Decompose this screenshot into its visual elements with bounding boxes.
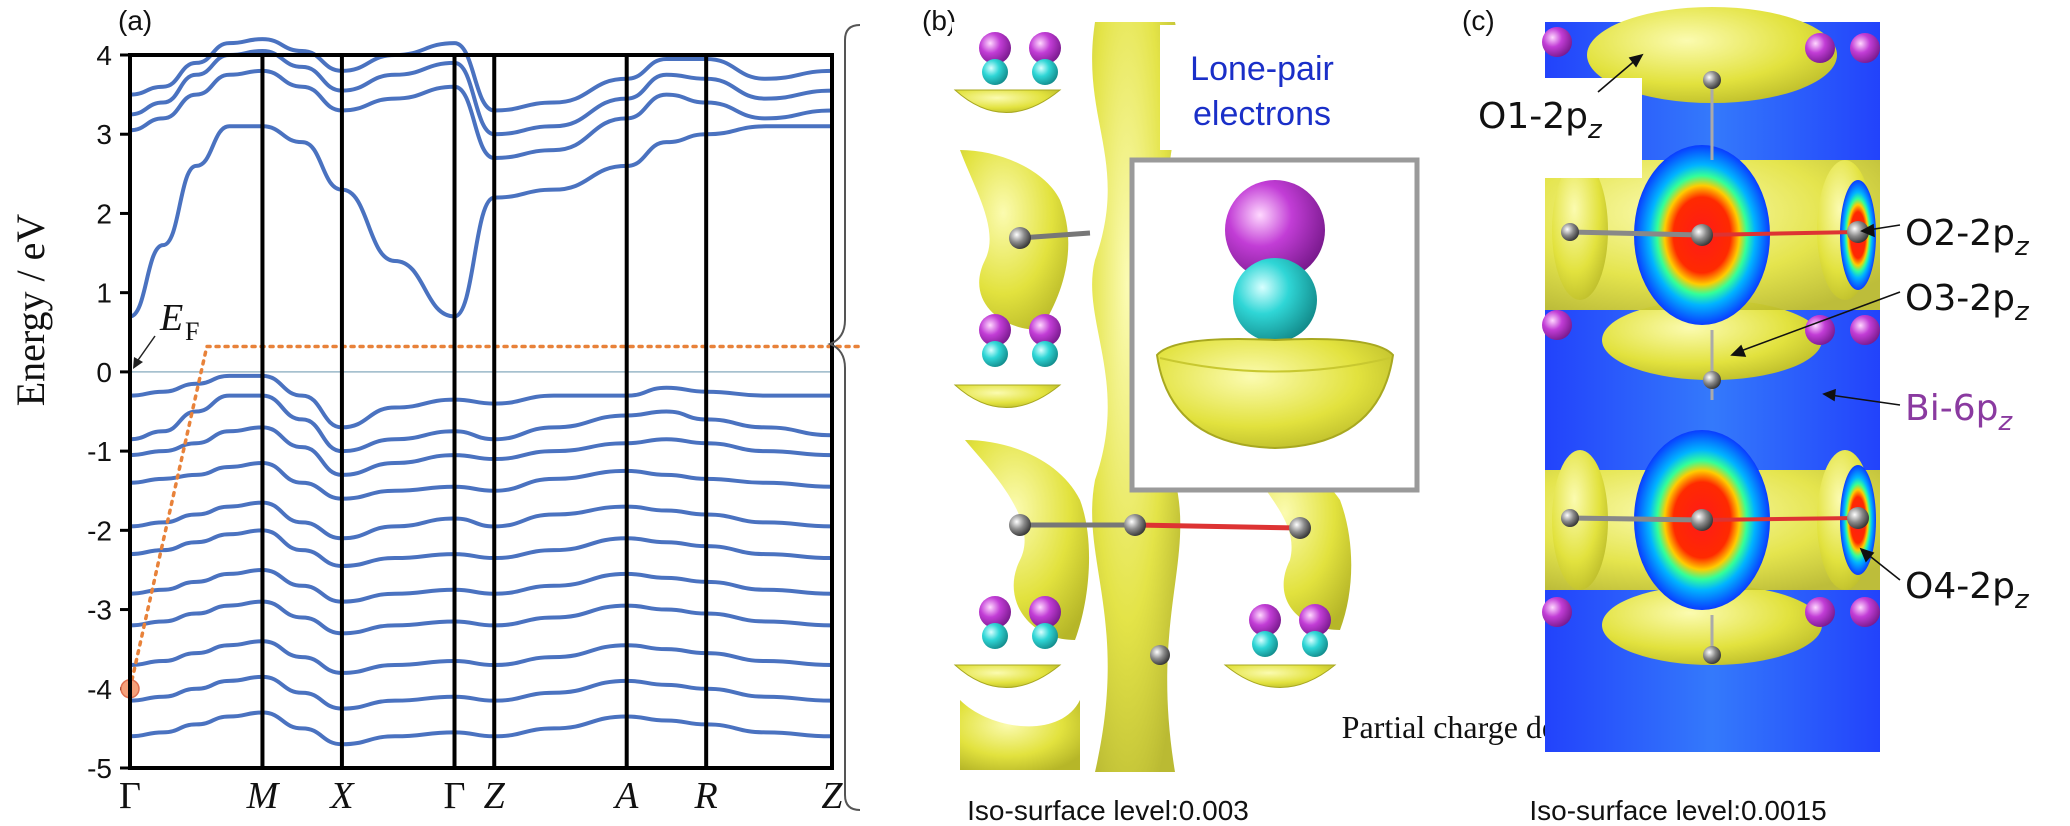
band-line-13 xyxy=(129,674,833,711)
band-line-12 xyxy=(129,639,833,675)
lone-pair-bowl xyxy=(953,384,1062,408)
bi-atom xyxy=(1225,180,1325,280)
fermi-arrow xyxy=(135,335,156,364)
band-line-0 xyxy=(129,124,832,319)
x-tick-label-7: Z xyxy=(821,775,843,817)
iso-level-b: Iso-surface level:0.003 xyxy=(967,795,1249,826)
y-tick-label-4: 0 xyxy=(96,357,112,388)
lone-pair-inset xyxy=(1129,157,1420,493)
plot-frame-bg xyxy=(130,55,832,768)
y-tick-label-6: -2 xyxy=(87,515,112,546)
y-tick-label-5: -1 xyxy=(87,436,112,467)
plot-area xyxy=(120,37,862,770)
plot-frame xyxy=(128,53,834,770)
bond xyxy=(1019,230,1091,241)
iso-level-c: Iso-surface level:0.0015 xyxy=(1529,795,1826,826)
y-tick-label-8: -4 xyxy=(87,674,112,705)
lone-pair-lobe xyxy=(1155,338,1395,450)
band-line-11 xyxy=(129,599,833,636)
x-tick-label-3: Γ xyxy=(444,775,466,817)
density-lobe xyxy=(965,440,1090,640)
panel-label-c: (c) xyxy=(1462,5,1495,36)
density-lobe xyxy=(960,700,1080,770)
lone-pair-label-line1: Lone-pair xyxy=(1190,50,1334,88)
orbital-labels: O1-2pz O2-2pz O3-2pz Bi-6pz O4-2pz xyxy=(1470,53,2030,615)
panel-label-a: (a) xyxy=(118,5,152,36)
band-line-8 xyxy=(129,500,833,541)
band-line-10 xyxy=(129,567,833,604)
y-tick-label-9: -5 xyxy=(87,753,112,784)
lone-pair-label-line2: electrons xyxy=(1193,95,1331,133)
orbital-label-o3: O3-2pz xyxy=(1905,278,2030,327)
bond xyxy=(1134,522,1301,531)
x-tick-label-1: M xyxy=(246,775,281,817)
x-tick-label-0: Γ xyxy=(119,775,141,817)
panel-label-b: (b) xyxy=(922,5,956,36)
energy-window-line xyxy=(128,344,862,691)
y-tick-label-0: 4 xyxy=(96,40,112,71)
fermi-label-sub: F xyxy=(185,317,199,346)
lone-pair-bowl xyxy=(953,89,1062,113)
band-line-3 xyxy=(129,37,833,113)
orbital-label-o2: O2-2pz xyxy=(1905,213,2030,262)
orbital-arrows xyxy=(1597,53,1901,581)
bracket xyxy=(827,24,861,811)
y-tick-labels: 4 3 2 1 0 -1 -2 -3 -4 -5 xyxy=(87,40,130,784)
y-tick-label-3: 1 xyxy=(96,278,112,309)
band-line-4 xyxy=(129,373,832,430)
band-line-9 xyxy=(129,528,833,568)
x-tick-label-6: R xyxy=(694,775,718,817)
x-tick-label-2: X xyxy=(328,775,355,817)
o-atom xyxy=(1233,258,1317,342)
orbital-label-o1: O1-2pz xyxy=(1478,96,1603,145)
x-tick-label-4: Z xyxy=(484,775,506,817)
y-tick-label-2: 2 xyxy=(96,198,112,229)
fermi-arrowhead xyxy=(133,357,143,369)
band-line-2 xyxy=(129,49,833,137)
band-line-6 xyxy=(129,425,833,477)
band-line-14 xyxy=(129,710,833,747)
lone-pair-bowl xyxy=(953,664,1062,688)
y-tick-label-7: -3 xyxy=(87,595,112,626)
y-axis-label: Energy / eV xyxy=(8,214,53,407)
lone-pair-label-box xyxy=(1160,25,1360,150)
orbital-panel: (c) xyxy=(1462,5,2030,826)
lone-pair-panel: (b) xyxy=(922,5,1710,826)
x-tick-label-5: A xyxy=(612,775,639,817)
fermi-label-base: E xyxy=(159,297,183,339)
fermi-label: E F xyxy=(133,297,199,369)
lone-pair-bowl xyxy=(1223,664,1337,688)
orbital-label-bi: Bi-6pz xyxy=(1905,388,2013,437)
y-tick-label-1: 3 xyxy=(96,119,112,150)
orbital-atoms xyxy=(1542,27,1880,664)
density-lobe xyxy=(1240,450,1352,630)
orbital-label-o4: O4-2pz xyxy=(1905,566,2030,615)
band-line-7 xyxy=(129,460,833,501)
atom-stacks xyxy=(979,32,1331,665)
band-line-5 xyxy=(129,393,833,454)
band-line-1 xyxy=(129,68,833,160)
